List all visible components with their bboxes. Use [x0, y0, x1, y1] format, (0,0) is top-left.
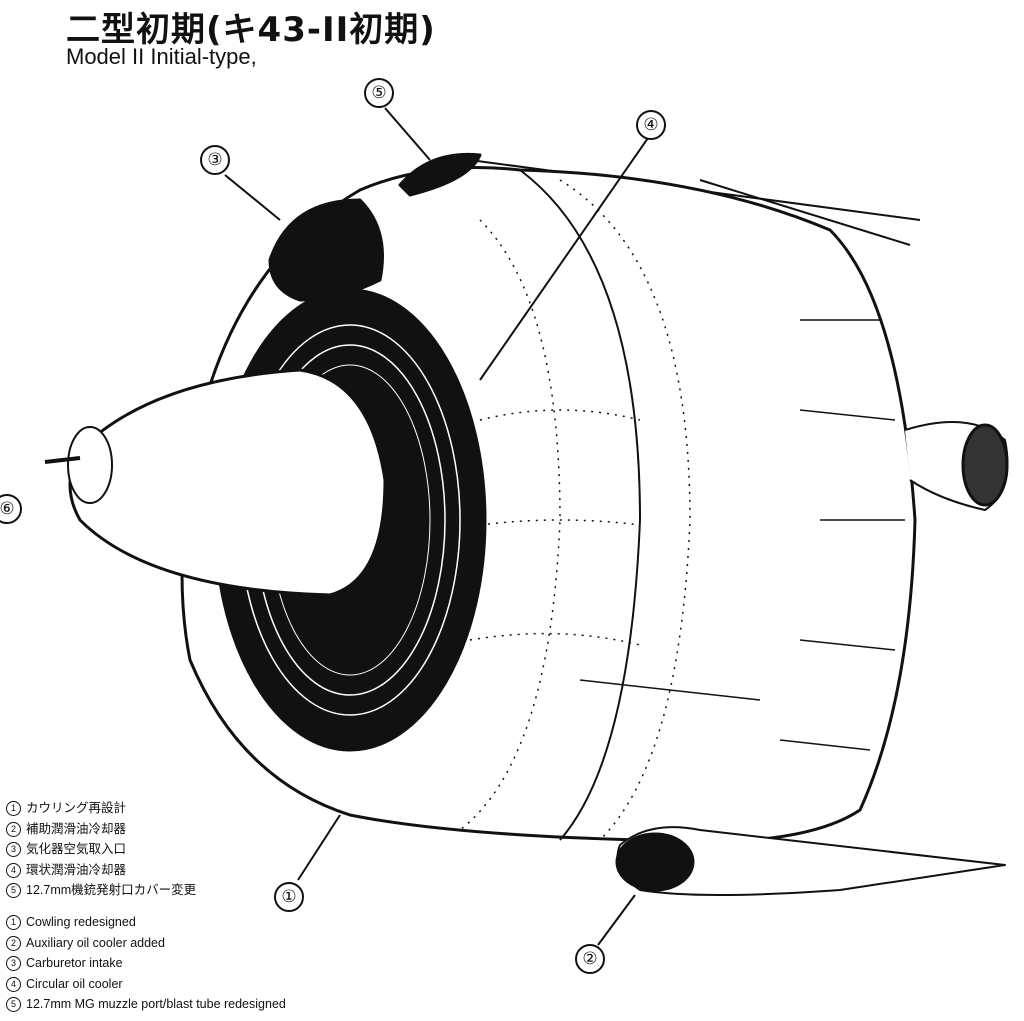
legend-number: 4: [6, 862, 21, 878]
callout-1: ①: [274, 882, 304, 912]
propeller-spinner: [68, 368, 387, 597]
legend-number: 5: [6, 883, 21, 899]
legend-number: 2: [6, 935, 21, 951]
legend-text: 環状潤滑油冷却器: [26, 862, 127, 877]
legend-number: 3: [6, 956, 21, 972]
legend-english: 1 Cowling redesigned 2 Auxiliary oil coole…: [6, 912, 286, 1015]
legend-text: カウリング再設計: [26, 801, 127, 815]
legend-text: 気化器空気取入口: [26, 842, 127, 856]
callout-3: ③: [200, 145, 230, 175]
title-japanese: 二型初期(キ43-II初期): [66, 10, 436, 50]
legend-item: 3 気化器空気取入口: [6, 839, 196, 860]
legend-item: 1 Cowling redesigned: [6, 912, 286, 933]
callout-2: ②: [575, 944, 605, 974]
legend-item: 2 補助潤滑油冷却器: [6, 819, 196, 840]
callout-4: ④: [636, 110, 666, 140]
legend-number: 1: [6, 801, 21, 817]
legend-item: 1 カウリング再設計: [6, 798, 196, 819]
legend-item: 4 環状潤滑油冷却器: [6, 860, 196, 881]
legend-item: 5 12.7mm MG muzzle port/blast tube redesi…: [6, 994, 286, 1015]
legend-number: 4: [6, 976, 21, 992]
callout-6: ⑥: [0, 494, 22, 524]
legend-text: Carburetor intake: [26, 956, 123, 970]
legend-text: Circular oil cooler: [26, 976, 123, 991]
legend-number: 3: [6, 842, 21, 858]
legend-text: Cowling redesigned: [26, 915, 136, 929]
legend-text: 12.7mm機銃発射口カバー変更: [26, 883, 197, 897]
legend-number: 2: [6, 821, 21, 837]
legend-item: 3 Carburetor intake: [6, 953, 286, 974]
carburetor-intake: [268, 198, 384, 302]
legend-item: 4 Circular oil cooler: [6, 974, 286, 995]
legend-item: 5 12.7mm機銃発射口カバー変更: [6, 880, 196, 901]
legend-number: 5: [6, 997, 21, 1013]
legend-text: 12.7mm MG muzzle port/blast tube redesig…: [26, 997, 286, 1011]
legend-text: Auxiliary oil cooler added: [26, 935, 165, 950]
legend-item: 2 Auxiliary oil cooler added: [6, 933, 286, 954]
callout-5: ⑤: [364, 78, 394, 108]
title-english: Model II Initial-type,: [66, 44, 257, 69]
legend-number: 1: [6, 915, 21, 931]
muzzle-port: [398, 152, 482, 197]
legend-text: 補助潤滑油冷却器: [26, 821, 127, 836]
